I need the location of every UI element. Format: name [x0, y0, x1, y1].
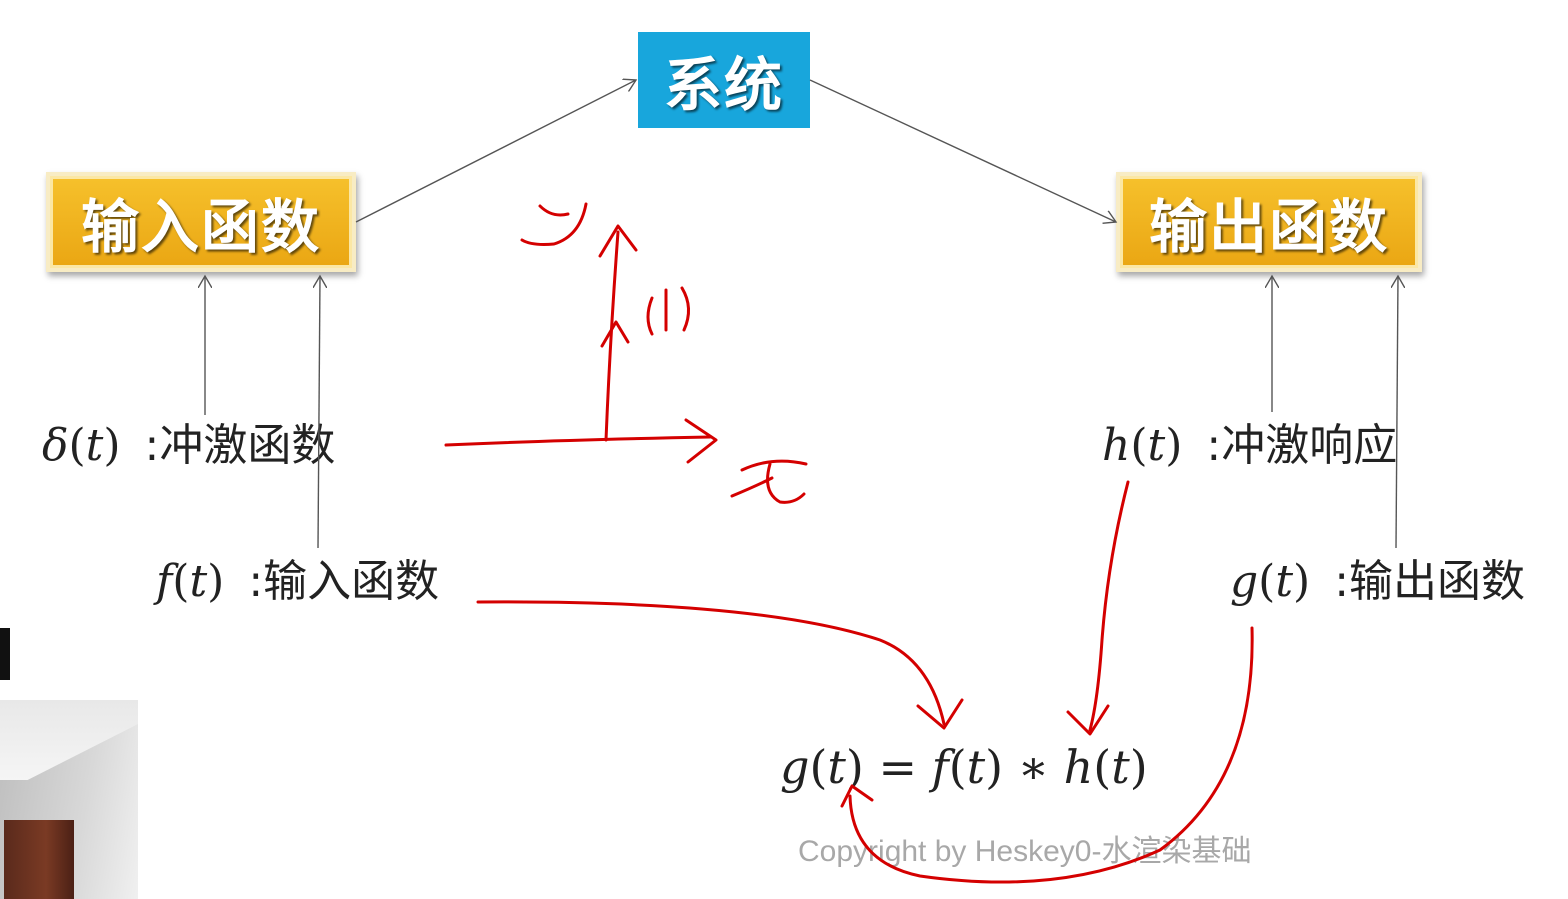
hand-y-arrowhead	[598, 224, 638, 258]
h-label: h(t):冲激响应	[1102, 424, 1397, 468]
delta-symbol: δ(t)	[42, 420, 121, 471]
arrow-input-to-system	[355, 80, 636, 223]
system-box: 系统	[638, 32, 810, 128]
hand-curve-g-to-eq	[848, 626, 1254, 884]
arrow-f-to-input	[318, 276, 320, 549]
f-label: f(t):输入函数	[156, 560, 439, 604]
hand-curve-g-arrowhead	[840, 784, 874, 808]
hand-x-arrowhead	[684, 418, 718, 464]
hand-curve-h-arrowhead	[1066, 704, 1110, 736]
black-marker	[0, 628, 10, 680]
input-function-box-label: 输入函数	[80, 193, 321, 261]
hand-curve-h-to-eq	[1088, 480, 1130, 732]
output-function-box-label: 输出函数	[1148, 193, 1389, 261]
delta-label: δ(t):冲激函数	[42, 424, 335, 468]
delta-description: :冲激函数	[144, 420, 336, 471]
hand-x-letter	[730, 459, 808, 504]
arrow-g-to-output	[1396, 276, 1398, 549]
h-symbol: h(t)	[1102, 420, 1183, 471]
h-description: :冲激响应	[1206, 420, 1398, 471]
g-symbol: g(t)	[1230, 556, 1311, 607]
copyright-text: Copyright by Heskey0-水渲染基础	[798, 835, 1252, 868]
hand-mid-arrowhead	[600, 320, 630, 348]
f-symbol: f(t)	[156, 556, 225, 607]
system-box-label: 系统	[663, 51, 784, 119]
f-description: :输入函数	[248, 556, 440, 607]
door-shape	[4, 820, 74, 899]
output-function-box: 输出函数	[1116, 172, 1422, 272]
hand-curve-f-arrowhead	[916, 698, 964, 730]
hand-y-letter	[520, 202, 588, 246]
hand-curve-f-to-eq	[476, 600, 946, 726]
webcam-overlay	[0, 700, 138, 899]
convolution-equation: g(t) = f(t) ∗ h(t)	[780, 740, 1148, 794]
handwritten-annotations	[444, 202, 1254, 884]
input-function-box: 输入函数	[46, 172, 356, 272]
g-label: g(t):输出函数	[1230, 560, 1525, 604]
hand-x-axis	[444, 435, 712, 447]
g-description: :输出函数	[1334, 556, 1526, 607]
arrow-system-to-output	[809, 79, 1116, 222]
hand-y-axis	[604, 230, 620, 442]
hand-mark-1	[646, 286, 690, 336]
